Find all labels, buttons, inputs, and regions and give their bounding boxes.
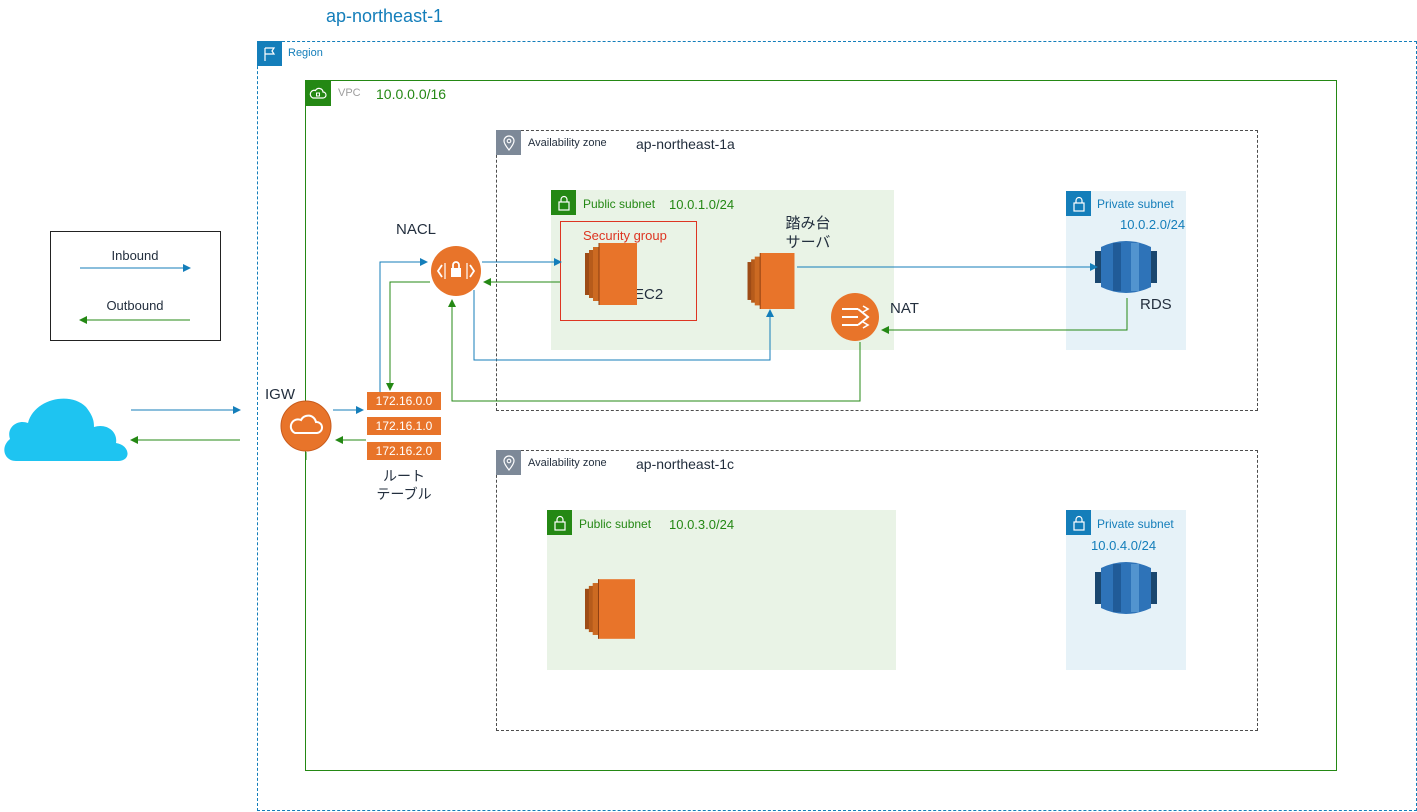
rds-icon	[1095, 241, 1157, 293]
internet-cloud-icon	[4, 398, 128, 461]
rds-label: RDS	[1140, 296, 1172, 313]
subnet-lock-icon	[551, 190, 576, 215]
route-table-entry: 172.16.2.0	[367, 442, 441, 460]
legend-inbound-label: Inbound	[111, 248, 159, 263]
vpc-label: VPC	[338, 87, 361, 99]
region-flag-icon	[257, 41, 282, 66]
nat-to-nacl-arrow	[448, 299, 861, 402]
nat-gateway-icon	[831, 293, 879, 341]
public-subnet-c-cidr: 10.0.3.0/24	[669, 517, 735, 532]
route-table-label-line2: テーブル	[376, 486, 432, 502]
az-c-label: Availability zone	[528, 457, 607, 469]
ec2-icon	[747, 253, 795, 309]
subnet-lock-icon	[1066, 191, 1091, 216]
private-subnet-c-label: Private subnet	[1097, 517, 1174, 531]
nacl-to-route-table-arrow	[386, 281, 430, 391]
public-subnet-a-label: Public subnet	[583, 197, 656, 211]
internet-gateway-icon	[280, 400, 332, 452]
route-table-label-line1: ルート	[383, 468, 425, 484]
subnet-lock-icon	[1066, 510, 1091, 535]
public-subnet-c-label: Public subnet	[579, 517, 652, 531]
az-a-label: Availability zone	[528, 137, 607, 149]
az-pin-icon	[496, 450, 521, 475]
security-group	[560, 221, 697, 321]
region-title: ap-northeast-1	[326, 6, 444, 26]
private-subnet-a-label: Private subnet	[1097, 197, 1174, 211]
availability-zone-a	[496, 130, 1258, 411]
private-subnet-c-cidr: 10.0.4.0/24	[1091, 538, 1157, 553]
nat-label: NAT	[890, 300, 919, 317]
legend-outbound-label: Outbound	[106, 298, 164, 313]
rds-icon	[1095, 562, 1157, 614]
ec2-icon	[585, 243, 637, 305]
nacl-label: NACL	[396, 221, 437, 238]
subnet-lock-icon	[547, 510, 572, 535]
bastion-label-line2: サーバ	[785, 234, 831, 251]
ec2-icon	[585, 579, 635, 639]
legend	[50, 231, 221, 341]
private-subnet-a-cidr: 10.0.2.0/24	[1120, 217, 1186, 232]
availability-zone-c	[496, 450, 1258, 731]
ec2-label: EC2	[634, 286, 664, 303]
nacl-icon	[431, 246, 481, 296]
rds-to-nat-arrow	[881, 298, 1128, 334]
region-label: Region	[288, 47, 323, 59]
az-c-name: ap-northeast-1c	[636, 456, 735, 472]
vpc-cidr: 10.0.0.0/16	[376, 86, 447, 102]
igw-label: IGW	[265, 386, 295, 403]
public-subnet-a-cidr: 10.0.1.0/24	[669, 197, 735, 212]
bastion-label-line1: 踏み台	[785, 215, 831, 232]
nacl-to-bastion-arrow	[473, 290, 774, 361]
security-group-label: Security group	[583, 228, 667, 243]
route-table-entry: 172.16.0.0	[367, 392, 441, 410]
az-pin-icon	[496, 130, 521, 155]
route-table-entry: 172.16.1.0	[367, 417, 441, 435]
vpc-cloud-icon	[305, 80, 331, 106]
route-table-to-nacl-arrow	[379, 258, 428, 392]
az-a-name: ap-northeast-1a	[636, 136, 735, 152]
